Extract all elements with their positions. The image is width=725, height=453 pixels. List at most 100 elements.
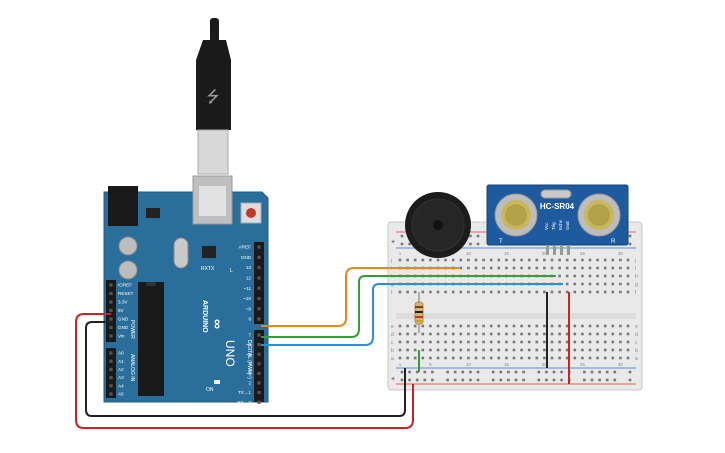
breadboard-hole[interactable] — [558, 324, 561, 328]
breadboard-hole[interactable] — [596, 324, 599, 328]
breadboard-hole[interactable] — [565, 282, 569, 286]
rail-hole[interactable] — [522, 378, 525, 382]
rail-hole[interactable] — [552, 378, 556, 382]
breadboard-hole[interactable] — [626, 340, 630, 344]
breadboard-hole[interactable] — [505, 258, 508, 262]
breadboard-hole[interactable] — [581, 290, 584, 294]
rail-hole[interactable] — [537, 378, 541, 382]
header-pin[interactable] — [109, 367, 113, 371]
breadboard-hole[interactable] — [398, 348, 402, 352]
breadboard-hole[interactable] — [588, 324, 592, 328]
rail-hole[interactable] — [400, 242, 404, 246]
breadboard-hole[interactable] — [603, 356, 607, 360]
breadboard-hole[interactable] — [611, 332, 615, 336]
breadboard-hole[interactable] — [535, 324, 539, 328]
header-pin[interactable] — [257, 333, 261, 337]
breadboard-hole[interactable] — [520, 266, 523, 270]
rail-hole[interactable] — [476, 242, 480, 246]
breadboard-hole[interactable] — [482, 258, 485, 262]
header-pin[interactable] — [257, 371, 261, 375]
breadboard-hole[interactable] — [611, 340, 615, 344]
breadboard-hole[interactable] — [489, 266, 493, 270]
rail-hole[interactable] — [628, 234, 632, 238]
breadboard-hole[interactable] — [436, 258, 440, 262]
breadboard-hole[interactable] — [535, 340, 539, 344]
breadboard-hole[interactable] — [581, 258, 584, 262]
rail-hole[interactable] — [545, 370, 548, 374]
breadboard-hole[interactable] — [527, 340, 531, 344]
breadboard-hole[interactable] — [603, 332, 607, 336]
breadboard-hole[interactable] — [421, 332, 425, 336]
breadboard-hole[interactable] — [527, 356, 531, 360]
breadboard-hole[interactable] — [565, 266, 569, 270]
breadboard-hole[interactable] — [497, 266, 501, 270]
breadboard-hole[interactable] — [413, 356, 417, 360]
breadboard-hole[interactable] — [527, 266, 531, 270]
breadboard-hole[interactable] — [581, 332, 584, 336]
breadboard-hole[interactable] — [573, 274, 577, 278]
header-pin[interactable] — [109, 359, 113, 363]
breadboard-hole[interactable] — [467, 356, 470, 360]
header-pin[interactable] — [109, 376, 113, 380]
breadboard-hole[interactable] — [626, 332, 630, 336]
breadboard-hole[interactable] — [596, 266, 599, 270]
breadboard-hole[interactable] — [565, 274, 569, 278]
rail-hole[interactable] — [545, 378, 548, 382]
breadboard-hole[interactable] — [543, 266, 546, 270]
breadboard-hole[interactable] — [467, 324, 470, 328]
rail-hole[interactable] — [400, 234, 404, 238]
breadboard-hole[interactable] — [489, 340, 493, 344]
rail-hole[interactable] — [469, 234, 472, 238]
breadboard-hole[interactable] — [489, 324, 493, 328]
breadboard-hole[interactable] — [398, 340, 402, 344]
header-pin[interactable] — [257, 362, 261, 366]
breadboard-hole[interactable] — [520, 340, 523, 344]
header-pin[interactable] — [257, 343, 261, 347]
breadboard-hole[interactable] — [474, 324, 478, 328]
rail-hole[interactable] — [491, 378, 495, 382]
rail-hole[interactable] — [446, 378, 449, 382]
rail-hole[interactable] — [613, 378, 617, 382]
breadboard-hole[interactable] — [543, 290, 546, 294]
breadboard-hole[interactable] — [520, 348, 523, 352]
rail-hole[interactable] — [400, 378, 404, 382]
breadboard-hole[interactable] — [474, 332, 478, 336]
breadboard-hole[interactable] — [603, 290, 607, 294]
breadboard-hole[interactable] — [489, 356, 493, 360]
breadboard-hole[interactable] — [619, 340, 622, 344]
breadboard-hole[interactable] — [565, 340, 569, 344]
header-pin[interactable] — [109, 317, 113, 321]
breadboard-hole[interactable] — [535, 266, 539, 270]
breadboard-hole[interactable] — [558, 356, 561, 360]
breadboard-hole[interactable] — [558, 348, 561, 352]
breadboard-hole[interactable] — [611, 290, 615, 294]
breadboard-hole[interactable] — [603, 258, 607, 262]
rail-hole[interactable] — [560, 378, 563, 382]
rail-hole[interactable] — [476, 370, 480, 374]
breadboard-hole[interactable] — [482, 266, 485, 270]
breadboard-hole[interactable] — [619, 282, 622, 286]
breadboard-hole[interactable] — [619, 274, 622, 278]
breadboard-hole[interactable] — [581, 266, 584, 270]
breadboard-hole[interactable] — [482, 324, 485, 328]
rail-hole[interactable] — [408, 242, 411, 246]
breadboard-hole[interactable] — [429, 356, 432, 360]
breadboard-hole[interactable] — [520, 356, 523, 360]
breadboard-hole[interactable] — [467, 258, 470, 262]
breadboard-hole[interactable] — [497, 290, 501, 294]
breadboard-hole[interactable] — [626, 356, 630, 360]
rail-hole[interactable] — [514, 370, 518, 374]
breadboard-hole[interactable] — [474, 266, 478, 270]
breadboard-hole[interactable] — [581, 348, 584, 352]
breadboard-hole[interactable] — [611, 348, 615, 352]
breadboard-hole[interactable] — [421, 324, 425, 328]
breadboard-hole[interactable] — [565, 290, 569, 294]
breadboard-hole[interactable] — [596, 282, 599, 286]
breadboard-hole[interactable] — [596, 348, 599, 352]
rail-hole[interactable] — [400, 370, 404, 374]
rail-hole[interactable] — [537, 370, 541, 374]
breadboard-hole[interactable] — [573, 348, 577, 352]
rail-hole[interactable] — [590, 370, 594, 374]
breadboard-hole[interactable] — [603, 274, 607, 278]
header-pin[interactable] — [257, 307, 261, 311]
